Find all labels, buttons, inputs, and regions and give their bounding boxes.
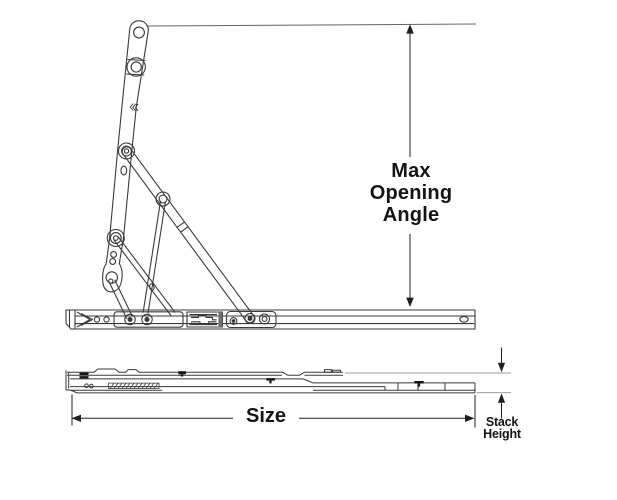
screw-mark [178,371,186,375]
arrow-up-icon [406,24,414,34]
short-link-edge [108,282,128,320]
arm-oval-hole [120,165,128,176]
screw-mark [79,376,89,379]
rail-link-plate [225,310,277,329]
arrow-left-icon [71,414,81,422]
size-dimension [71,394,476,428]
arrow-right-icon [465,414,475,422]
screw-mark [266,378,275,381]
slider-end-block [218,312,223,327]
rail-pivot [144,316,150,323]
bracket-hole [105,271,119,284]
stay-mid-pivot [158,194,168,204]
max-opening-angle-line2: Opening [369,182,453,204]
rail-chevron [80,313,94,326]
closed-screws [79,371,424,387]
stack-height-line2: Height [483,426,521,441]
closed-mid-line2 [70,386,386,391]
bracket-hole-inner [108,278,114,284]
cross-link-edge [117,236,176,313]
stack-height-label: Stack Height [469,415,535,441]
rail-outline [65,309,476,330]
arm-small-hole [110,251,118,258]
arm-mid-pivot [106,228,125,248]
arm-bushing-inner [130,61,142,73]
size-label: Size [245,405,287,427]
rail-pivot [124,313,136,326]
max-opening-angle-line3: Angle [382,204,440,226]
rail-pivot [127,316,133,323]
max-opening-angle-label: Max Opening Angle [351,160,471,226]
arrow-down-icon [406,297,414,307]
screw-mark [414,381,424,384]
closed-top-tab [332,369,341,373]
stay-arm-joint-line [176,221,186,228]
pivot-rivets [117,142,271,326]
plate-rivet [229,317,238,325]
arm-bushing-outer [126,57,146,77]
screw-mark [180,374,184,377]
rail-pivot [141,313,153,326]
top-pivot [121,145,132,157]
screw-mark [269,380,272,384]
stack-height-dimension [345,347,511,419]
screw-mark [417,383,421,387]
short-link-edge [114,279,133,317]
arrow-down-icon [497,362,506,373]
closed-top-profile [67,368,343,376]
closed-small-rivet [84,383,89,389]
vertical-link-edge [147,201,167,314]
max-opening-angle-line1: Max [391,160,431,182]
open-hinge-drawing [65,20,476,330]
arm-mid-pivot [112,235,119,241]
closed-mid-line [70,378,475,384]
screw-mark [79,372,89,376]
rail-screw-hole [103,316,110,323]
stay-arm-outline [121,146,255,324]
main-arm-outline [102,20,149,293]
closed-top-tab [324,369,332,373]
slider-slot [191,314,217,321]
plate-rivet [261,316,268,322]
arm-mid-pivot [109,232,122,244]
stay-mid-pivot [155,191,171,207]
cross-link-edge [113,239,172,316]
track-rail [65,309,476,330]
rail-end-slot-hole [459,315,469,323]
plate-rivet [258,313,271,325]
rail-chevron [76,311,91,328]
plate-rivet [231,319,236,323]
max-opening-angle-dimension [406,24,414,307]
arm-top-hole [133,26,145,39]
arm-small-hole [109,258,117,265]
arm-bushing-chord [126,73,145,76]
friction-hatch-band [108,382,160,390]
arm-stamp-mark [129,103,139,112]
stay-arm [121,146,255,324]
arrow-up-icon [497,393,506,403]
closed-hinge-drawing [65,368,476,394]
linkage-links [108,200,176,320]
closed-small-rivet [89,383,94,389]
vertical-link-edge [142,200,162,313]
slider-slot [191,321,217,325]
stack-height-line1: Stack [485,415,519,429]
stay-arm-joint-line [180,226,189,233]
top-pivot [117,142,136,160]
arm-bushing-chord [127,58,146,62]
top-reference-line [146,23,477,27]
stay-arm-rail-pivot [247,316,253,321]
stay-arm-rail-pivot [244,312,256,325]
main-arm [102,20,149,293]
top-pivot [123,148,130,154]
rail-screw-hole [93,316,101,323]
